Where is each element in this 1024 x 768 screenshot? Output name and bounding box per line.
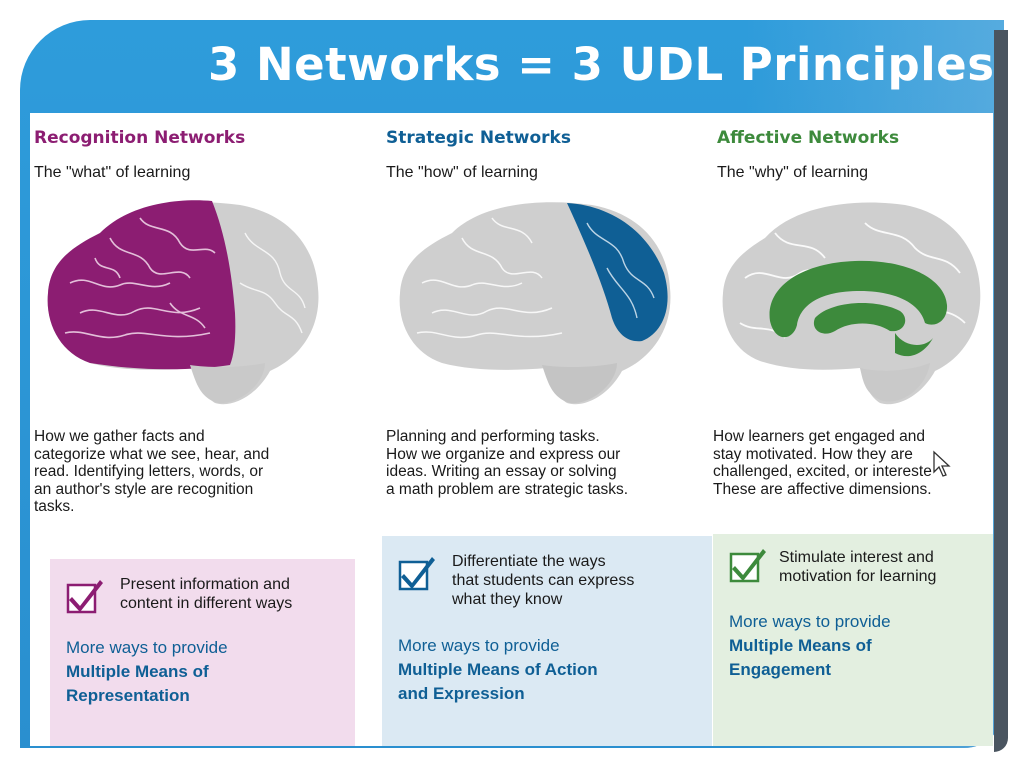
slide-title: 3 Networks = 3 UDL Principles [208, 38, 995, 91]
mouse-cursor-icon [933, 450, 951, 477]
recognition-more: More ways to provide Multiple Means of R… [66, 638, 228, 705]
affective-more: More ways to provide Multiple Means of E… [729, 612, 891, 679]
strategic-principle-box: Differentiate the ways that students can… [382, 536, 712, 746]
recognition-tip: Present information and content in diffe… [120, 576, 293, 612]
affective-column: Affective Networks The "why" of learning… [713, 113, 993, 746]
strategic-title: Strategic Networks [386, 128, 571, 148]
strategic-more: More ways to provide Multiple Means of A… [398, 636, 598, 703]
slide-shadow [994, 30, 1008, 752]
recognition-column: Recognition Networks The "what" of learn… [30, 113, 360, 746]
recognition-principle-box: Present information and content in diffe… [50, 559, 355, 746]
affective-subtitle: The "why" of learning [717, 164, 868, 181]
recognition-title: Recognition Networks [34, 128, 246, 148]
affective-tip: Stimulate interest and motivation for le… [779, 549, 937, 585]
slide-content: Recognition Networks The "what" of learn… [30, 113, 993, 746]
checkbox-icon [66, 580, 103, 614]
strategic-tip: Differentiate the ways that students can… [452, 553, 635, 608]
recognition-subtitle: The "what" of learning [34, 164, 191, 181]
checkbox-icon [398, 557, 435, 591]
affective-description: How learners get engaged and stay motiva… [713, 428, 932, 498]
strategic-column: Strategic Networks The "how" of learning… [382, 113, 712, 746]
recognition-description: How we gather facts and categorize what … [34, 428, 270, 515]
strategic-subtitle: The "how" of learning [386, 164, 538, 181]
affective-brain-icon [722, 202, 981, 405]
strategic-brain-icon [399, 202, 671, 405]
checkbox-icon [729, 549, 766, 583]
affective-title: Affective Networks [717, 128, 900, 148]
affective-principle-box: Stimulate interest and motivation for le… [713, 534, 993, 746]
recognition-brain-icon [47, 200, 319, 405]
strategic-description: Planning and performing tasks. How we or… [386, 428, 629, 498]
